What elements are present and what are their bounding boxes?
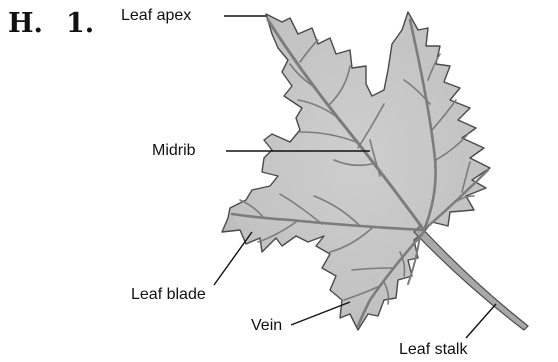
question-number: 1. <box>66 10 94 37</box>
label-leaf-stalk: Leaf stalk <box>399 342 467 358</box>
question-letter: H. <box>8 10 43 37</box>
leaf-blade-shape <box>222 12 490 330</box>
label-vein: Vein <box>251 318 282 334</box>
pointer-leaf-stalk <box>466 304 496 338</box>
label-leaf-blade: Leaf blade <box>131 287 206 303</box>
label-leaf-apex: Leaf apex <box>121 8 191 24</box>
label-midrib: Midrib <box>152 143 196 159</box>
pointer-leaf-blade <box>214 232 252 285</box>
leaf-stalk-shape <box>414 226 528 330</box>
